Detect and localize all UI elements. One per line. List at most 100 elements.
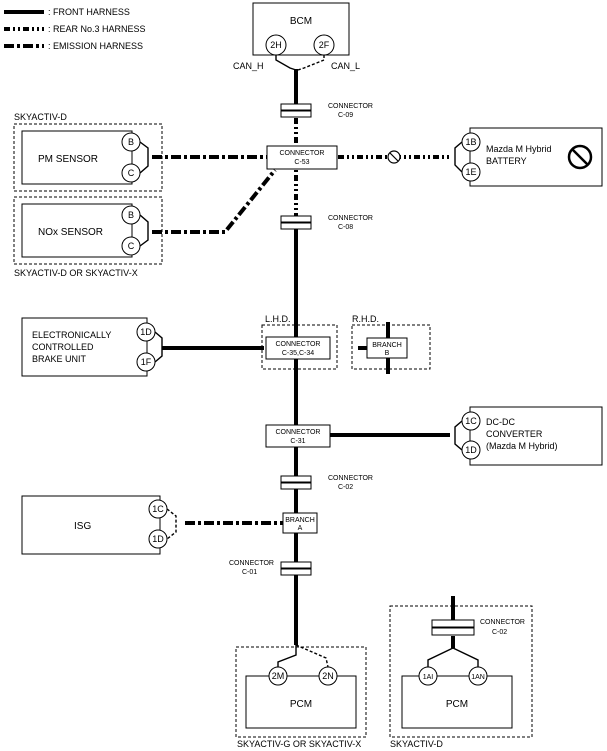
bcm-pin-2f xyxy=(313,34,335,56)
pm-sensor: PM SENSOR B C xyxy=(21,130,149,185)
brake-unit-pin-1f-label: 1F xyxy=(141,357,152,367)
brake-unit-line3: BRAKE UNIT xyxy=(32,354,87,364)
connector-c31-label1: CONNECTOR xyxy=(276,429,321,436)
pm-sensor-box xyxy=(21,130,133,185)
isg-box xyxy=(21,495,161,555)
group-rhd-label: R.H.D. xyxy=(352,314,379,324)
connector-c02-d: CONNECTOR C-02 xyxy=(431,619,525,636)
pcm-d-pin-1an-label: 1AN xyxy=(471,674,485,681)
pm-sensor-pins-wire xyxy=(139,141,149,174)
connector-c08-label1: CONNECTOR xyxy=(328,215,373,222)
connector-c02-d-label1: CONNECTOR xyxy=(480,619,525,626)
connector-c35-c34: CONNECTOR C-35,C-34 xyxy=(265,336,331,360)
hybrid-battery-line1: Mazda M Hybrid xyxy=(486,144,552,154)
group-skyactiv-gx-label: SKYACTIV-G OR SKYACTIV-X xyxy=(237,739,361,749)
brake-unit-box xyxy=(21,317,148,377)
connector-c09: CONNECTOR C-09 xyxy=(280,103,373,119)
pm-sensor-pin-b-label: B xyxy=(128,137,134,147)
connector-c09-label2: C-09 xyxy=(338,112,353,119)
pcm-d-pin-1an xyxy=(468,666,488,686)
nox-sensor-harness xyxy=(152,168,277,234)
pcm-gx-wire-b xyxy=(295,644,329,668)
nox-sensor-pin-c-label: C xyxy=(128,241,135,251)
connector-c01: CONNECTOR C-01 xyxy=(229,560,312,576)
nox-sensor-box xyxy=(21,203,133,258)
bcm-title: BCM xyxy=(290,16,312,27)
connector-c02: CONNECTOR C-02 xyxy=(280,475,373,491)
pcm-d-pin-1ai xyxy=(418,666,438,686)
bcm-pin-2f-label: 2F xyxy=(319,40,330,50)
nox-sensor-pins-wire xyxy=(139,214,149,247)
connector-c02-d-bottom xyxy=(431,627,475,636)
isg-pins-wire xyxy=(166,508,177,540)
group-skyactiv-dx-label: SKYACTIV-D OR SKYACTIV-X xyxy=(14,268,138,278)
bcm-can-h-label: CAN_H xyxy=(233,61,264,71)
bcm-can-h-wire xyxy=(275,55,297,71)
connector-c09-bottom xyxy=(280,110,312,118)
group-skyactiv-d-top-label: SKYACTIV-D xyxy=(14,112,67,122)
connector-c53-box xyxy=(266,145,338,170)
brake-unit-line2: CONTROLLED xyxy=(32,342,94,352)
brake-unit-pin-1f xyxy=(136,352,156,372)
pcm-gx-wire-a xyxy=(277,645,297,667)
connector-c02-top xyxy=(280,475,312,483)
connector-c02-label2: C-02 xyxy=(338,484,353,491)
branch-b-label2: B xyxy=(385,350,390,357)
line-prohibited-icon xyxy=(387,150,401,164)
connector-c08-label2: C-08 xyxy=(338,224,353,231)
connector-c01-bottom xyxy=(280,568,312,576)
pm-sensor-pin-c xyxy=(121,163,141,183)
branch-a-box xyxy=(282,512,318,534)
connector-c02-label1: CONNECTOR xyxy=(328,475,373,482)
brake-unit-pin-1d xyxy=(136,322,156,342)
dcdc-converter: DC-DC CONVERTER (Mazda M Hybrid) 1C 1D xyxy=(454,406,603,466)
pcm-gx-pin-2n xyxy=(318,666,338,686)
branch-b: BRANCH B xyxy=(366,337,408,359)
dcdc-pin-1c-label: 1C xyxy=(465,416,477,426)
hybrid-battery-line2: BATTERY xyxy=(486,156,527,166)
bcm-can-l-wire xyxy=(297,55,325,71)
connector-c31: CONNECTOR C-31 xyxy=(265,424,331,448)
brake-unit: ELECTRONICALLY CONTROLLED BRAKE UNIT 1D … xyxy=(21,317,163,377)
pcm-gx-box xyxy=(245,675,357,729)
dcdc-line2: CONVERTER xyxy=(486,429,543,439)
group-skyactiv-d-bottom xyxy=(389,605,533,738)
connector-c31-box xyxy=(265,424,331,448)
group-lhd-label: L.H.D. xyxy=(265,314,291,324)
connector-c02-bottom xyxy=(280,482,312,490)
connector-c01-label2: C-01 xyxy=(242,569,257,576)
isg-pin-1d xyxy=(148,529,168,549)
branch-b-label1: BRANCH xyxy=(372,342,402,349)
isg: ISG 1C 1D xyxy=(21,495,177,555)
bcm-pin-2h xyxy=(265,34,287,56)
pm-sensor-pin-b xyxy=(121,132,141,152)
hybrid-battery-pin-1e-label: 1E xyxy=(465,167,476,177)
connector-c02-d-label2: C-02 xyxy=(492,629,507,636)
bcm: BCM 2H 2F CAN_H CAN_L xyxy=(233,2,360,71)
connector-c35-label1: CONNECTOR xyxy=(276,341,321,348)
hybrid-battery-pin-1b xyxy=(461,132,481,152)
isg-title: ISG xyxy=(74,521,91,532)
dcdc-line1: DC-DC xyxy=(486,417,515,427)
dcdc-pins-wire xyxy=(454,420,463,451)
connector-c08-top xyxy=(280,215,312,223)
connector-c53-label2: C-53 xyxy=(294,159,309,166)
hybrid-battery: Mazda M Hybrid BATTERY 1B 1E xyxy=(454,127,603,187)
brake-unit-line1: ELECTRONICALLY xyxy=(32,330,111,340)
connector-c09-top xyxy=(280,103,312,111)
bcm-pin-2h-label: 2H xyxy=(270,40,282,50)
nox-sensor-pin-b xyxy=(121,205,141,225)
hybrid-battery-pin-1e xyxy=(461,162,481,182)
isg-pin-1c-label: 1C xyxy=(152,504,164,514)
nox-sensor-title: NOx SENSOR xyxy=(38,227,103,238)
legend: : FRONT HARNESS : REAR No.3 HARNESS : EM… xyxy=(4,7,146,51)
pcm-gx-title: PCM xyxy=(290,699,312,710)
pcm-gx-pin-2m xyxy=(268,666,288,686)
prohibited-icon xyxy=(567,144,593,170)
connector-c08: CONNECTOR C-08 xyxy=(280,215,373,231)
isg-pin-1c xyxy=(148,499,168,519)
dcdc-converter-box xyxy=(469,406,603,466)
pm-sensor-title: PM SENSOR xyxy=(38,154,98,165)
connector-c35-box xyxy=(265,336,331,360)
